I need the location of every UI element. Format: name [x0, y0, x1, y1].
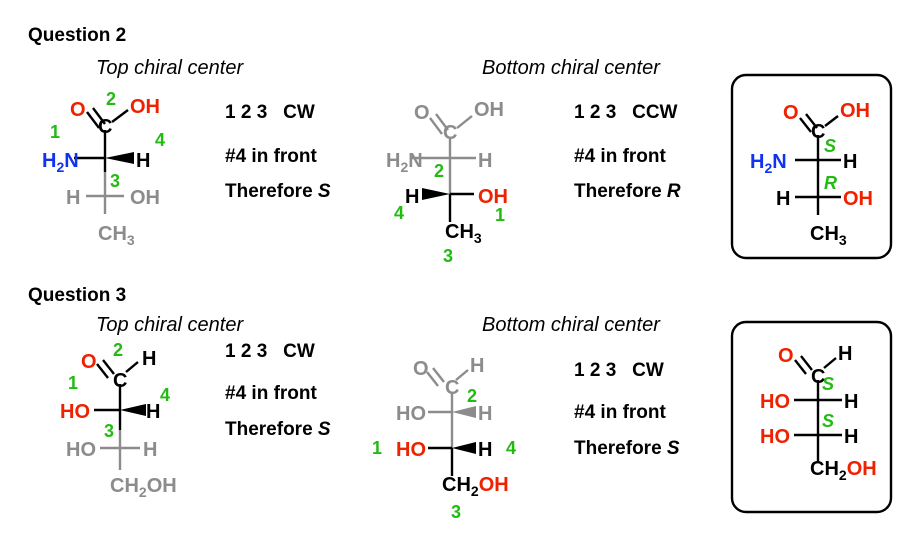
svg-text:CH3: CH3: [810, 223, 847, 248]
svg-text:C: C: [98, 116, 112, 138]
svg-text:4: 4: [506, 438, 516, 458]
q2-bottom-molecule: O OH C H2N H H OH CH3 1 2 3 4: [386, 99, 508, 266]
svg-text:O: O: [414, 102, 430, 124]
svg-text:H: H: [478, 150, 492, 172]
svg-text:O: O: [81, 351, 97, 373]
question-3-heading: Question 3: [28, 285, 126, 306]
svg-text:OH: OH: [843, 188, 873, 210]
svg-text:H: H: [146, 401, 160, 423]
q2-top-title: Top chiral center: [96, 57, 244, 79]
svg-text:H: H: [838, 343, 852, 365]
svg-text:CH2OH: CH2OH: [810, 458, 877, 483]
svg-text:4: 4: [155, 130, 165, 150]
q2-top-step-1: 1 2 3 CW: [225, 102, 315, 123]
q2-top-step-3: Therefore S: [225, 181, 331, 202]
svg-text:3: 3: [443, 246, 453, 266]
question-2-heading: Question 2: [28, 25, 126, 46]
svg-text:H: H: [136, 150, 150, 172]
svg-text:H2N: H2N: [42, 150, 79, 175]
q3-bottom-step-3: Therefore S: [574, 438, 680, 459]
q2-bottom-step-1: 1 2 3 CCW: [574, 102, 678, 123]
q2-bottom-step-3: Therefore R: [574, 181, 681, 202]
svg-text:CH3: CH3: [98, 223, 135, 248]
svg-text:H: H: [142, 348, 156, 370]
svg-text:O: O: [778, 345, 794, 367]
svg-text:O: O: [70, 99, 86, 121]
svg-text:3: 3: [110, 171, 120, 191]
svg-text:H: H: [776, 188, 790, 210]
svg-text:HO: HO: [60, 401, 90, 423]
svg-text:O: O: [413, 358, 429, 380]
svg-text:OH: OH: [130, 96, 160, 118]
q3-top-title: Top chiral center: [96, 314, 244, 336]
q2-top-molecule: O OH C H2N H H OH CH3 1 2 3 4: [42, 89, 165, 248]
q2-bottom-title: Bottom chiral center: [482, 57, 661, 79]
svg-text:H: H: [143, 439, 157, 461]
svg-text:3: 3: [104, 421, 114, 441]
svg-text:2: 2: [113, 340, 123, 360]
svg-text:1: 1: [68, 373, 78, 393]
svg-text:HO: HO: [396, 403, 426, 425]
svg-text:HO: HO: [760, 426, 790, 448]
svg-text:1: 1: [50, 122, 60, 142]
svg-text:OH: OH: [840, 100, 870, 122]
q2-bottom-config-label: R: [824, 173, 837, 193]
svg-text:H: H: [478, 439, 492, 461]
q3-top-step-3: Therefore S: [225, 419, 331, 440]
svg-text:C: C: [445, 377, 459, 399]
svg-text:CH3: CH3: [445, 221, 482, 246]
svg-text:H: H: [844, 426, 858, 448]
svg-text:C: C: [811, 121, 825, 143]
svg-text:4: 4: [160, 385, 170, 405]
solid-wedge-bond-icon: [452, 406, 476, 418]
svg-text:2: 2: [106, 89, 116, 109]
svg-text:H: H: [470, 355, 484, 377]
solid-wedge-bond-icon: [452, 442, 476, 454]
q3-top-molecule: O H C HO H HO H CH2OH 1 2 3 4: [60, 340, 177, 500]
svg-text:CH2OH: CH2OH: [442, 474, 509, 499]
q3-top-config-label: S: [822, 374, 834, 394]
svg-text:H: H: [405, 186, 419, 208]
svg-text:C: C: [113, 370, 127, 392]
q2-result-box: O OH C H2N H H OH CH3 S R: [730, 73, 893, 260]
svg-text:H2N: H2N: [386, 150, 423, 175]
svg-text:1: 1: [372, 438, 382, 458]
svg-text:O: O: [783, 102, 799, 124]
q2-top-config-label: S: [824, 136, 836, 156]
q3-bottom-step-2: #4 in front: [574, 402, 667, 423]
svg-text:HO: HO: [396, 439, 426, 461]
svg-text:2: 2: [434, 161, 444, 181]
q3-result-box: O H C HO H HO H CH2OH S S: [730, 320, 893, 514]
svg-text:1: 1: [495, 205, 505, 225]
svg-text:HO: HO: [66, 439, 96, 461]
svg-text:H: H: [844, 391, 858, 413]
svg-text:3: 3: [451, 502, 461, 522]
q2-bottom-step-2: #4 in front: [574, 146, 667, 167]
solid-wedge-bond-icon: [105, 152, 134, 164]
svg-text:HO: HO: [760, 391, 790, 413]
svg-text:H: H: [66, 187, 80, 209]
svg-text:C: C: [811, 366, 825, 388]
svg-text:H: H: [478, 403, 492, 425]
svg-text:H2N: H2N: [750, 151, 787, 176]
svg-text:OH: OH: [130, 187, 160, 209]
solid-wedge-bond-icon: [422, 188, 450, 200]
q3-bottom-molecule: O H C HO H HO H CH2OH 1 2 3 4: [372, 355, 516, 522]
svg-text:4: 4: [394, 203, 404, 223]
q3-bottom-step-1: 1 2 3 CW: [574, 360, 664, 381]
q3-bottom-title: Bottom chiral center: [482, 314, 661, 336]
q2-top-step-2: #4 in front: [225, 146, 318, 167]
svg-text:OH: OH: [478, 186, 508, 208]
q3-top-step-2: #4 in front: [225, 383, 318, 404]
q3-bottom-config-label: S: [822, 411, 834, 431]
svg-text:C: C: [443, 122, 457, 144]
solid-wedge-bond-icon: [120, 404, 146, 416]
svg-text:H: H: [843, 151, 857, 173]
q3-top-step-1: 1 2 3 CW: [225, 341, 315, 362]
svg-text:2: 2: [467, 386, 477, 406]
svg-text:CH2OH: CH2OH: [110, 475, 177, 500]
svg-text:OH: OH: [474, 99, 504, 121]
